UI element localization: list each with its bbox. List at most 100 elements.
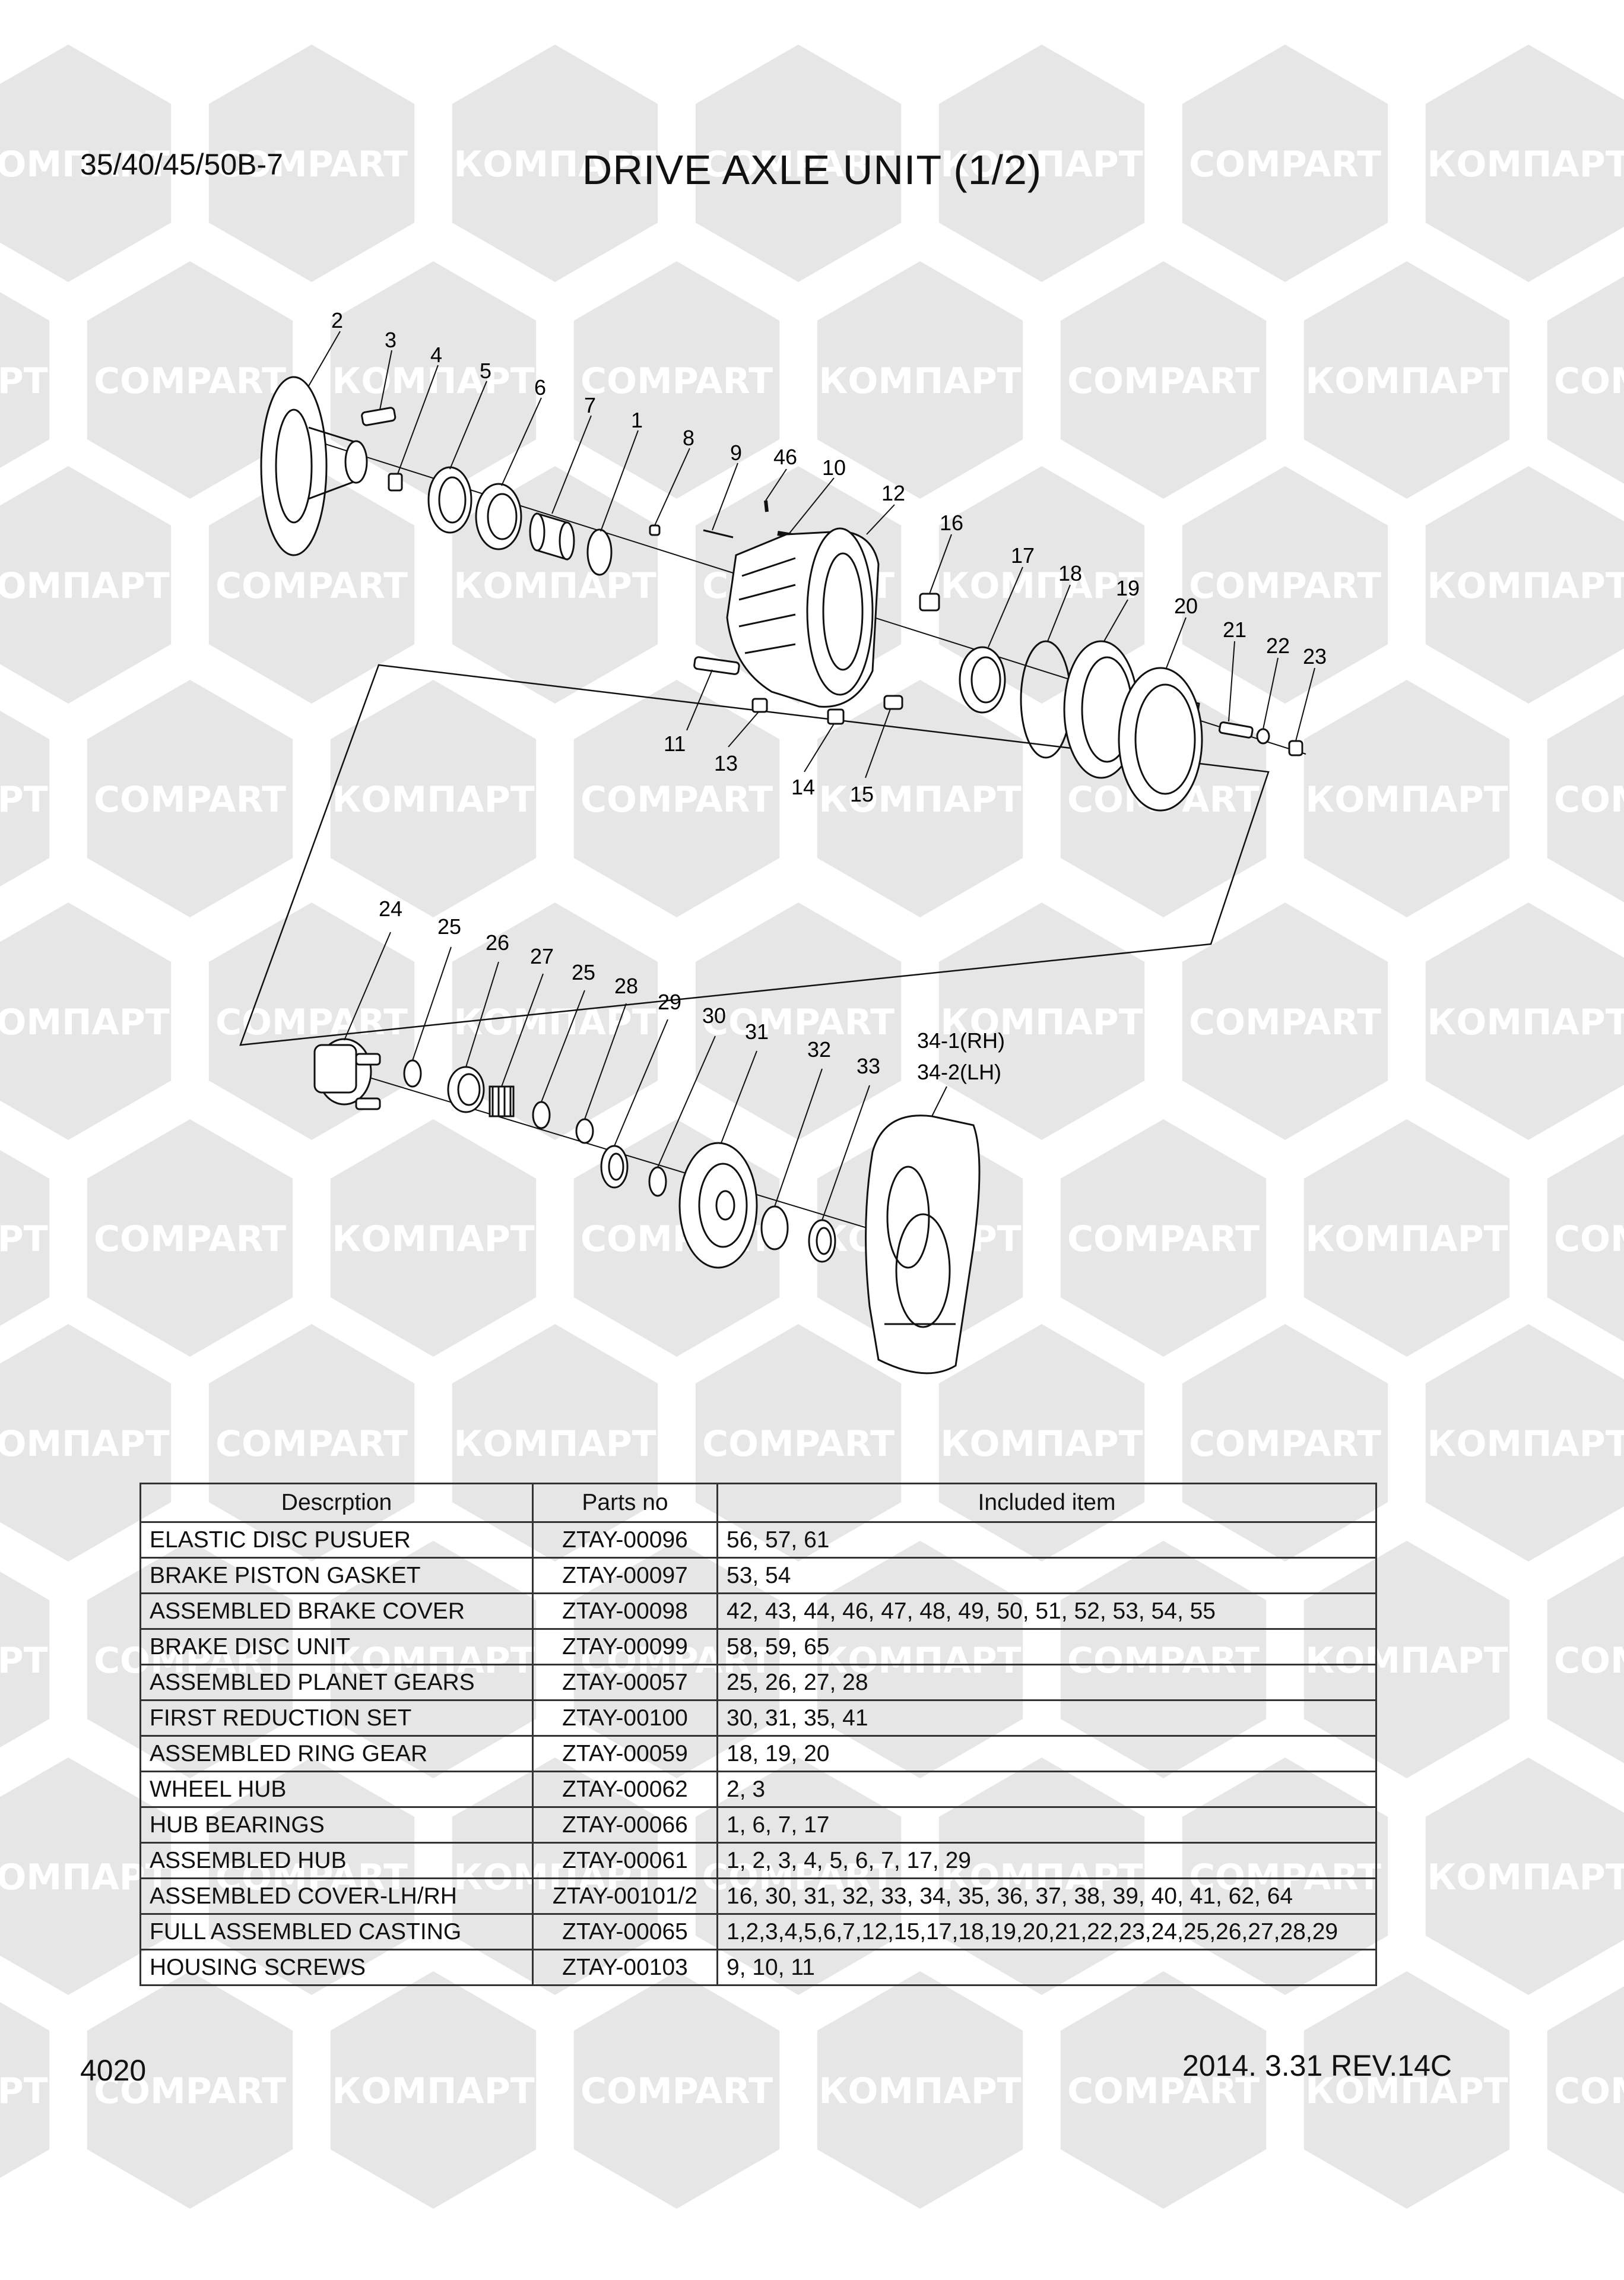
part-21 — [1218, 721, 1254, 739]
callout-label: 17 — [1011, 543, 1035, 568]
page-number: 4020 — [80, 2054, 147, 2087]
callout-label: 25 — [572, 960, 595, 984]
watermark-text: КОМПАРТ — [0, 1640, 48, 1682]
watermark-text: КОМПАРТ — [0, 2070, 48, 2112]
watermark-text: COMPART — [1554, 1218, 1624, 1260]
watermark-text: КОМПАРТ — [1427, 1857, 1624, 1898]
watermark-hexagon — [573, 680, 780, 917]
cell-description: BRAKE PISTON GASKET — [139, 1557, 534, 1594]
watermark-text: COMPART — [581, 2070, 773, 2112]
part-planet-bearing — [447, 1066, 485, 1113]
watermark-text: КОМПАРТ — [0, 1423, 170, 1465]
watermark-text: КОМПАРТ — [1305, 779, 1508, 821]
watermark-text: КОМПАРТ — [1427, 144, 1624, 185]
watermark-hexagon — [330, 261, 537, 499]
watermark-hexagon — [938, 45, 1145, 282]
cell-parts-no: ZTAY-00103 — [532, 1949, 718, 1986]
watermark-text: КОМПАРТ — [819, 2070, 1021, 2112]
table-header-row: Descrption Parts no Included item — [139, 1483, 1377, 1523]
cell-parts-no: ZTAY-00098 — [532, 1592, 718, 1630]
cell-included-item: 53, 54 — [716, 1557, 1377, 1594]
watermark-text: КОМПАРТ — [819, 779, 1021, 821]
callout-label: 25 — [437, 914, 461, 939]
watermark-text: COMPART — [1189, 565, 1381, 607]
part-planet-carrier — [313, 1038, 381, 1110]
watermark-text: КОМПАРТ — [332, 1218, 534, 1260]
cell-description: FIRST REDUCTION SET — [139, 1699, 534, 1737]
cell-description: HUB BEARINGS — [139, 1806, 534, 1844]
watermark-text: COMPART — [215, 1002, 408, 1043]
watermark-hexagon — [1547, 1556, 1624, 1763]
cell-included-item: 58, 59, 65 — [716, 1628, 1377, 1665]
callout-label: 4 — [430, 343, 442, 367]
part-washer — [1256, 728, 1270, 745]
watermark-text: КОМПАРТ — [0, 1218, 48, 1260]
watermark-text: КОМПАРТ — [819, 360, 1021, 402]
watermark-hexagon — [1303, 1119, 1510, 1357]
watermark-text: COMPART — [581, 360, 773, 402]
watermark-text: COMPART — [702, 1423, 895, 1465]
watermark-hexagon — [1182, 45, 1388, 282]
watermark-text: COMPART — [215, 1423, 408, 1465]
watermark-hexagon — [1425, 45, 1624, 282]
watermark-hexagon — [0, 1571, 50, 1748]
cell-included-item: 56, 57, 61 — [716, 1521, 1377, 1559]
cell-description: HOUSING SCREWS — [139, 1949, 534, 1986]
callout-label: 31 — [745, 1019, 769, 1044]
watermark-text: КОМПАРТ — [1427, 565, 1624, 607]
part-25-b — [532, 1101, 551, 1129]
callout-label: 46 — [773, 445, 797, 469]
watermark-text: КОМПАРТ — [0, 779, 48, 821]
watermark-hexagon — [938, 902, 1145, 1140]
header-included-item: Included item — [716, 1483, 1377, 1523]
callout-label: 7 — [584, 393, 596, 417]
lower-axis-line — [320, 1062, 891, 1236]
header-parts-no: Parts no — [532, 1483, 718, 1523]
watermark-hexagon — [573, 261, 780, 499]
watermark-text: КОМПАРТ — [453, 1423, 656, 1465]
watermark-text: COMPART — [1067, 360, 1260, 402]
watermark-text: КОМПАРТ — [332, 779, 534, 821]
watermark-hexagon — [1547, 695, 1624, 902]
watermark-hexagon — [1303, 261, 1510, 499]
callout-label: 5 — [480, 359, 491, 383]
watermark-hexagon — [208, 45, 415, 282]
part-axle-housing — [726, 527, 880, 708]
connector-frame — [239, 664, 1270, 1046]
watermark-text: COMPART — [581, 779, 773, 821]
callout-label: 29 — [658, 990, 681, 1014]
watermark-hexagon — [817, 680, 1023, 917]
cell-included-item: 18, 19, 20 — [716, 1735, 1377, 1772]
callout-label: 1 — [631, 408, 643, 432]
cell-parts-no: ZTAY-00066 — [532, 1806, 718, 1844]
callout-label: 2 — [331, 308, 343, 332]
cell-description: ASSEMBLED BRAKE COVER — [139, 1592, 534, 1630]
cell-included-item: 30, 31, 35, 41 — [716, 1699, 1377, 1737]
watermark-hexagon — [87, 1119, 293, 1357]
callout-label: 24 — [379, 897, 402, 921]
watermark-hexagon — [87, 680, 293, 917]
callout-label: 34-1(RH) — [917, 1028, 1005, 1053]
watermark-hexagon — [0, 1150, 50, 1326]
callout-label: 28 — [614, 974, 638, 998]
watermark-hexagon — [87, 1971, 293, 2209]
watermark-hexagon — [1303, 680, 1510, 917]
watermark-hexagon — [573, 1971, 780, 2209]
callout-label: 11 — [664, 732, 686, 756]
watermark-hexagon — [1547, 1986, 1624, 2194]
cell-parts-no: ZTAY-00057 — [532, 1664, 718, 1701]
watermark-text: COMPART — [94, 1218, 286, 1260]
cell-description: ASSEMBLED HUB — [139, 1842, 534, 1879]
watermark-hexagon — [1547, 276, 1624, 484]
watermark-hexagon — [1425, 1324, 1624, 1562]
cell-description: FULL ASSEMBLED CASTING — [139, 1913, 534, 1950]
part-28 — [575, 1118, 594, 1144]
watermark-text: COMPART — [1554, 360, 1624, 402]
watermark-hexagon — [1425, 466, 1624, 704]
callout-label: 20 — [1174, 594, 1198, 618]
watermark-text: КОМПАРТ — [940, 1423, 1143, 1465]
